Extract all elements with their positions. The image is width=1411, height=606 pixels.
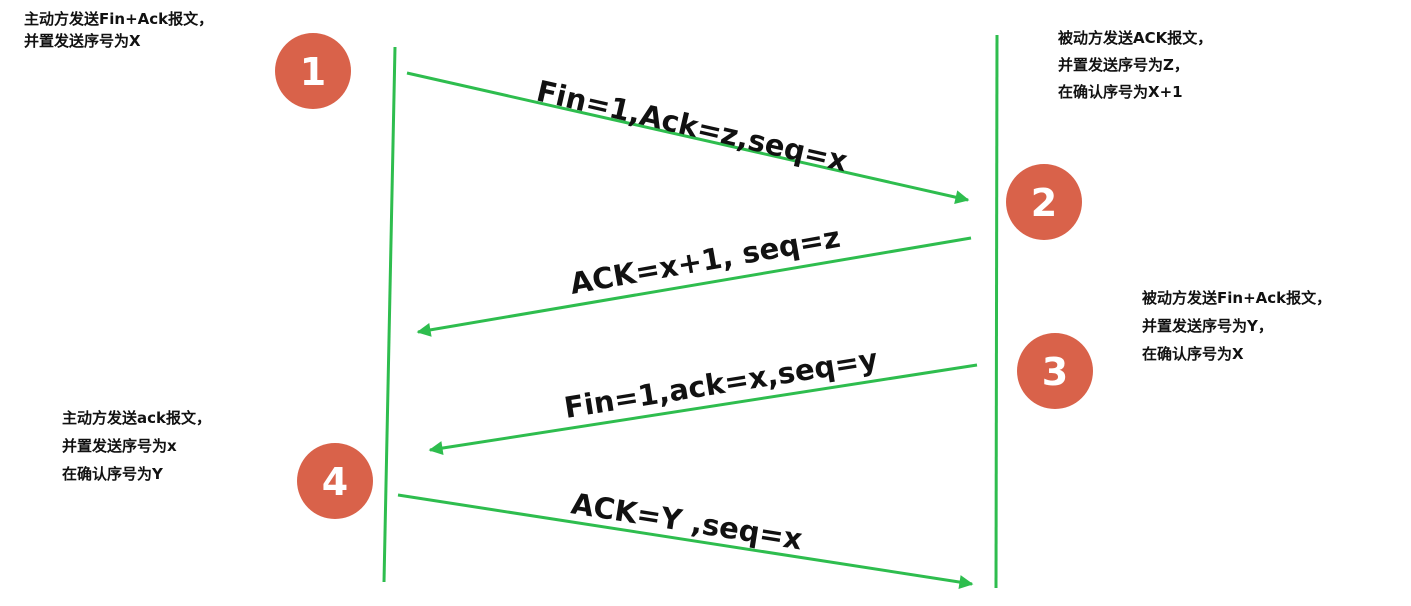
step-badge-4: 4 (297, 443, 373, 519)
step-4-note: 主动方发送ack报文， 并置发送序号为x 在确认序号为Y (62, 404, 211, 488)
message-arrow-3 (428, 363, 978, 455)
note-line: 在确认序号为Y (62, 465, 163, 483)
note-line: 主动方发送Fin+Ack报文， (24, 10, 214, 28)
passive-side-timeline (994, 34, 999, 589)
message-arrow-1 (406, 71, 970, 205)
message-label-2: ACK=x+1, seq=z (567, 220, 842, 301)
message-label-3: Fin=1,ack=x,seq=y (562, 342, 880, 425)
message-arrow-2 (416, 236, 972, 337)
step-2-note: 被动方发送ACK报文， 并置发送序号为Z， 在确认序号为X+1 (1058, 25, 1212, 106)
note-line: 主动方发送ack报文， (62, 409, 211, 427)
step-badge-3: 3 (1017, 333, 1093, 409)
message-arrow-4 (397, 493, 974, 589)
message-label-1: Fin=1,Ack=z,seq=x (533, 74, 850, 179)
note-line: 并置发送序号为Y， (1142, 317, 1273, 335)
note-line: 被动方发送Fin+Ack报文， (1142, 289, 1332, 307)
note-line: 并置发送序号为X (24, 32, 141, 50)
message-label-4: ACK=Y ,seq=x (569, 486, 805, 556)
step-3-note: 被动方发送Fin+Ack报文， 并置发送序号为Y， 在确认序号为X (1142, 284, 1331, 368)
step-number-2: 2 (1031, 181, 1057, 225)
step-1-note: 主动方发送Fin+Ack报文， 并置发送序号为X (24, 8, 213, 52)
note-line: 被动方发送ACK报文， (1058, 29, 1213, 47)
active-side-timeline (382, 46, 397, 583)
note-line: 并置发送序号为Z， (1058, 56, 1189, 74)
step-number-3: 3 (1042, 350, 1068, 394)
step-badge-2: 2 (1006, 164, 1082, 240)
step-number-1: 1 (300, 50, 326, 94)
note-line: 在确认序号为X+1 (1058, 83, 1183, 101)
step-number-4: 4 (322, 460, 348, 504)
step-badge-1: 1 (275, 33, 351, 109)
note-line: 并置发送序号为x (62, 437, 177, 455)
note-line: 在确认序号为X (1142, 345, 1244, 363)
